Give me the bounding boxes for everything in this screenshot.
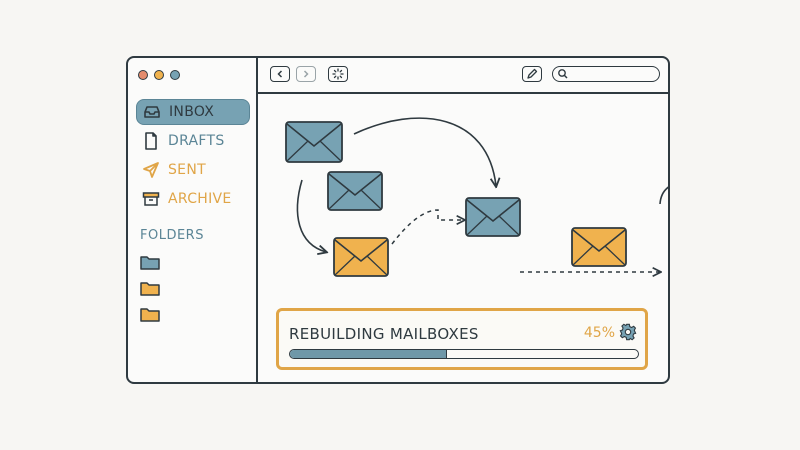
chevron-left-icon xyxy=(277,70,283,78)
refresh-button[interactable] xyxy=(328,66,348,82)
progress-panel: REBUILDING MAILBOXES 45% xyxy=(276,308,648,370)
sidebar-item-label: SENT xyxy=(168,162,206,178)
search-field[interactable] xyxy=(552,66,660,82)
mailbox-nav: INBOX DRAFTS SENT ARCHIVE xyxy=(136,99,250,215)
toolbar xyxy=(258,58,668,94)
window-controls xyxy=(138,70,180,80)
mail-flow-diagram xyxy=(285,117,668,304)
compose-button[interactable] xyxy=(522,66,542,82)
search-input[interactable] xyxy=(573,67,653,80)
sidebar: INBOX DRAFTS SENT ARCHIVE FOLD xyxy=(128,58,258,382)
main-pane: REBUILDING MAILBOXES 45% xyxy=(258,94,668,382)
close-window-button[interactable] xyxy=(138,70,148,80)
chevron-right-icon xyxy=(303,70,309,78)
document-icon xyxy=(142,132,160,150)
envelope-icon xyxy=(327,171,383,211)
loading-icon xyxy=(332,68,344,80)
sidebar-item-label: DRAFTS xyxy=(168,133,225,149)
folder-icon[interactable] xyxy=(140,280,160,296)
sidebar-item-archive[interactable]: ARCHIVE xyxy=(136,186,250,212)
search-icon xyxy=(558,69,568,79)
envelope-icon xyxy=(571,227,627,267)
envelope-icon xyxy=(465,197,521,237)
envelope-icon xyxy=(333,237,389,277)
progress-title: REBUILDING MAILBOXES xyxy=(289,325,479,343)
progress-percent: 45% xyxy=(583,325,615,341)
flow-arrow xyxy=(296,179,326,252)
envelope-icon xyxy=(285,121,343,163)
flow-arrow xyxy=(659,186,668,205)
zoom-window-button[interactable] xyxy=(170,70,180,80)
minimize-window-button[interactable] xyxy=(154,70,164,80)
pencil-icon xyxy=(527,68,538,79)
sidebar-item-sent[interactable]: SENT xyxy=(136,157,250,183)
back-button[interactable] xyxy=(270,66,290,82)
folder-icon[interactable] xyxy=(140,306,160,322)
folder-icon[interactable] xyxy=(140,254,160,270)
sidebar-item-label: INBOX xyxy=(169,104,215,120)
progress-bar xyxy=(289,349,639,359)
sidebar-item-inbox[interactable]: INBOX xyxy=(136,99,250,125)
flow-arrow xyxy=(353,117,496,186)
archive-box-icon xyxy=(142,190,160,208)
forward-button[interactable] xyxy=(296,66,316,82)
inbox-icon xyxy=(143,103,161,121)
mail-window: INBOX DRAFTS SENT ARCHIVE FOLD xyxy=(126,56,670,384)
paper-plane-icon xyxy=(142,161,160,179)
progress-fill xyxy=(290,350,447,358)
gear-icon xyxy=(619,323,637,341)
flow-arrow xyxy=(391,209,464,245)
folders-heading: FOLDERS xyxy=(140,228,204,243)
sidebar-item-label: ARCHIVE xyxy=(168,191,232,207)
sidebar-item-drafts[interactable]: DRAFTS xyxy=(136,128,250,154)
